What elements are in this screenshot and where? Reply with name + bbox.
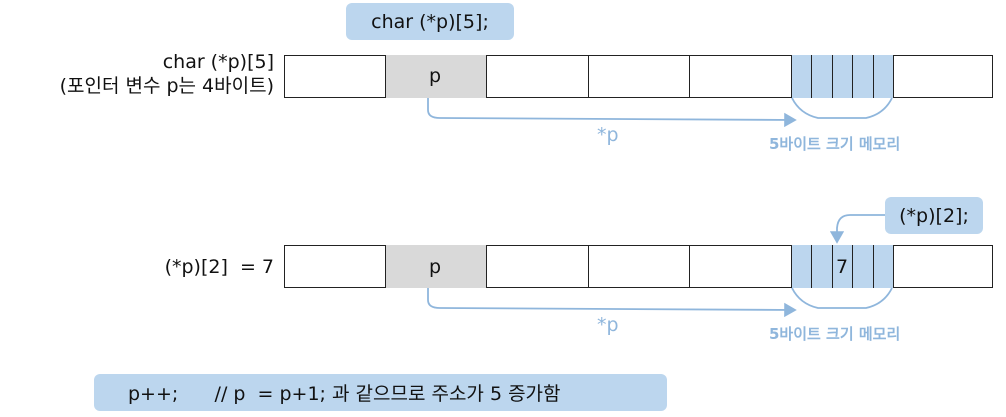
memory-size-label: 5바이트 크기 메모리 <box>769 135 901 153</box>
pointer-arrow <box>427 288 797 318</box>
byte-cell <box>791 245 811 288</box>
row1-label-line1: char (*p)[5] <box>162 51 274 73</box>
pointer-arrow <box>427 98 797 128</box>
byte-cell <box>873 245 894 288</box>
memory-strip-1 <box>284 55 993 98</box>
row1-label-line2: (포인터 변수 p는 4바이트) <box>59 75 274 97</box>
deref-label: *p <box>597 124 619 146</box>
row2-label: (*p)[2] = 7 <box>0 255 274 279</box>
pointer-cell <box>385 245 487 288</box>
memory-cell <box>588 245 689 288</box>
byte-cell <box>791 55 811 98</box>
memory-brace <box>791 287 893 309</box>
memory-size-label: 5바이트 크기 메모리 <box>769 325 901 343</box>
byte-cell <box>811 55 832 98</box>
byte-cell <box>873 55 894 98</box>
declaration-text: char (*p)[5]; <box>371 10 489 33</box>
byte-cell <box>832 55 852 98</box>
memory-strip-2 <box>284 245 993 288</box>
index-callout-text: (*p)[2]; <box>899 204 969 227</box>
memory-cell <box>588 55 689 98</box>
index-callout: (*p)[2]; <box>885 197 983 234</box>
deref-label: *p <box>597 314 619 336</box>
byte-cell <box>852 245 873 288</box>
row1-label: char (*p)[5] (포인터 변수 p는 4바이트) <box>0 50 274 98</box>
increment-note-text: p++; // p = p+1; 과 같으므로 주소가 5 증가함 <box>128 383 561 405</box>
pointer-cell-label: p <box>429 65 442 87</box>
memory-brace <box>791 97 893 119</box>
pointer-cell <box>385 55 487 98</box>
increment-note: p++; // p = p+1; 과 같으므로 주소가 5 증가함 <box>94 374 667 411</box>
memory-cell <box>689 55 791 98</box>
callout-arrow <box>829 214 885 244</box>
byte-cell <box>832 245 852 288</box>
stored-value: 7 <box>836 256 849 278</box>
memory-cell <box>689 245 791 288</box>
byte-cell <box>811 245 832 288</box>
byte-cell <box>852 55 873 98</box>
row2-label-text: (*p)[2] = 7 <box>164 256 274 278</box>
pointer-cell-label: p <box>429 256 442 278</box>
declaration-box: char (*p)[5]; <box>346 3 514 40</box>
